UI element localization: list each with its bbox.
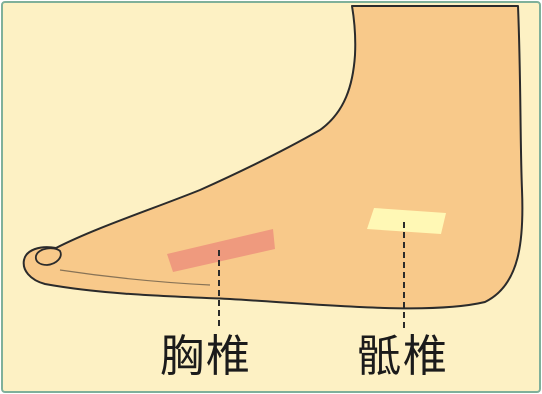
- thoracic-label: 胸椎: [160, 335, 252, 379]
- sacral-label: 骶椎: [357, 335, 449, 379]
